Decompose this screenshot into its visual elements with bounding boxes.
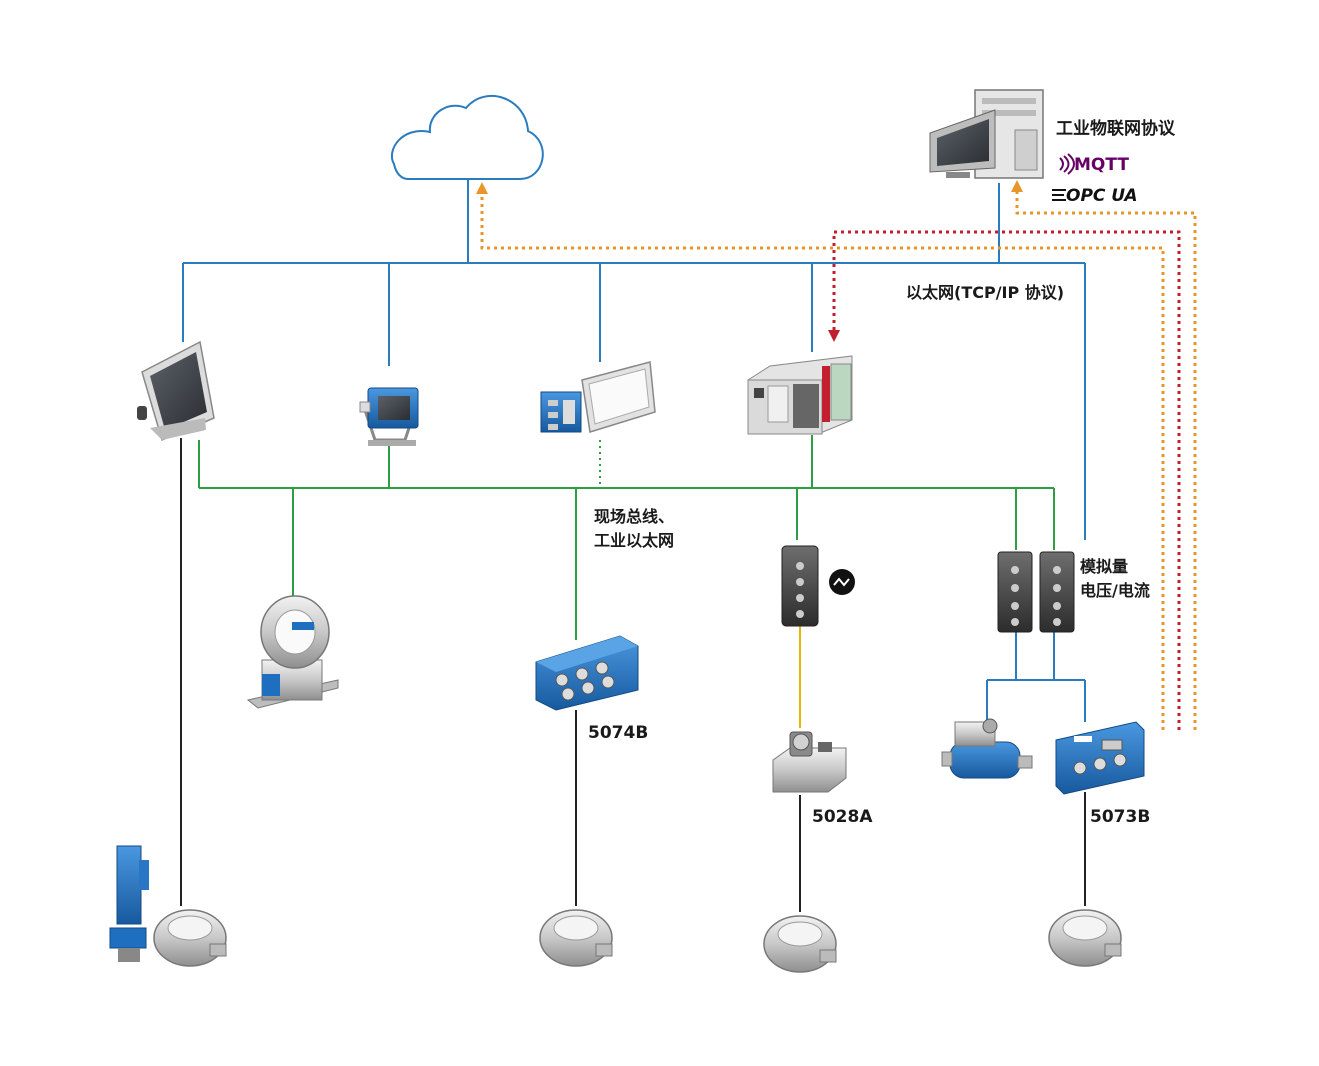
arrow-down-icon [828,330,840,342]
analog-label-line2: 电压/电流 [1080,581,1150,600]
amplifier-5028a-icon [772,731,847,793]
fieldbus-label-line1: 现场总线、 [594,507,674,526]
daq-system-icon [540,361,656,433]
ethernet-network [182,180,1086,722]
cloud-icon [391,94,544,180]
arrow-up-icon [476,182,488,194]
fieldbus-label-line2: 工业以太网 [594,531,674,550]
ethernet-label: 以太网(TCP/IP 协议) [906,283,1064,302]
device-5028a-label: 5028A [812,807,873,827]
mqtt-logo: MQTT [1059,153,1129,175]
force-sensor-ring-icon [153,909,227,967]
pc-workstation-icon [929,89,1044,179]
electric-actuator-icon [109,845,149,962]
analog-io-module-icon [997,551,1033,633]
sensor-cables [180,438,1086,912]
monitoring-device-icon [359,387,419,446]
arrow-up-icon [1011,180,1023,192]
torque-flange-icon [246,595,339,709]
device-5073b-label: 5073B [1090,807,1150,827]
iolink-logo-icon [829,569,855,595]
analog-label-line1: 模拟量 [1080,557,1128,576]
iolink-hub-icon [781,545,819,627]
amplifier-5073b-icon [1055,721,1145,795]
force-sensor-ring-icon [763,915,837,973]
panel-pc-icon [137,340,215,442]
torque-sensor-icon [941,718,1033,779]
svg-text:OPC UA: OPC UA [1066,186,1138,206]
controller-rack-icon [747,355,853,435]
analog-io-module-icon [1039,551,1075,633]
iiot-data-paths [480,190,1197,730]
force-sensor-ring-icon [1048,909,1122,967]
device-5074b-label: 5074B [588,723,648,743]
svg-text:MQTT: MQTT [1074,155,1129,175]
opcua-logo: OPC UA [1052,186,1138,206]
force-sensor-ring-icon [539,909,613,967]
iiot-protocol-label: 工业物联网协议 [1056,118,1176,139]
amplifier-5074b-icon [535,635,639,711]
fieldbus-network [198,435,1055,640]
